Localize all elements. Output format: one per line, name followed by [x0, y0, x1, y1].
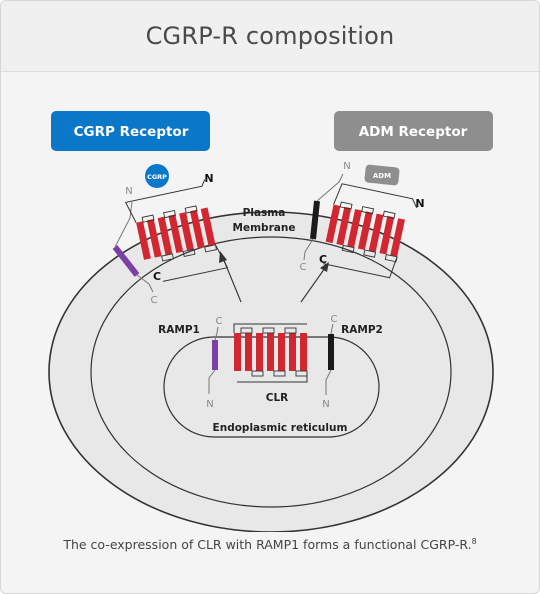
ramp1-n-connector	[114, 201, 133, 248]
clr-helix	[325, 204, 341, 244]
er-ramp2-n-terminal: N	[322, 399, 329, 410]
caption-text: The co-expression of CLR with RAMP1 form…	[63, 537, 472, 553]
clr-helix	[379, 215, 395, 255]
trafficking-arrows	[219, 251, 329, 303]
clr-helix	[234, 333, 241, 371]
er-ramp1: N C	[206, 316, 222, 410]
clr-helix	[289, 333, 296, 371]
membrane-ramp2	[310, 200, 320, 240]
clr-helix	[157, 216, 173, 256]
cytoplasm-ellipse	[90, 236, 452, 508]
clr-helix	[136, 221, 151, 260]
ramp2-n-terminal: N	[343, 161, 350, 172]
ramp2-c-terminal: C	[300, 262, 307, 273]
clr-helix	[256, 333, 263, 371]
clr-helix	[336, 206, 352, 246]
ramp1-c-connector	[136, 274, 154, 293]
ramp2-c-connector	[303, 238, 314, 261]
er-ramp2: N C	[322, 314, 337, 410]
clr-helix	[368, 213, 384, 253]
clr-helix	[357, 211, 373, 250]
clr-helix	[278, 333, 285, 371]
clr-helix	[267, 333, 274, 371]
adm-receptor-button[interactable]: ADM Receptor	[334, 111, 493, 151]
caption-reference: 8	[471, 537, 477, 546]
figure-header: CGRP-R composition	[1, 1, 539, 72]
clr-helix	[347, 209, 362, 248]
clr-helix	[390, 218, 405, 257]
er-ramp1-c-terminal: C	[216, 316, 223, 327]
er-clr	[233, 323, 308, 383]
clr-c-terminal-left: C	[153, 270, 161, 283]
clr-n-terminal-right: N	[415, 197, 424, 210]
ramp1-n-terminal: N	[125, 186, 132, 197]
plasma-membrane-label-line1: Plasma	[243, 207, 286, 219]
ramp2-n-connector	[316, 173, 344, 202]
er-ramp2-c-terminal: C	[331, 314, 338, 325]
arrow-to-cgrp-receptor	[222, 257, 242, 303]
clr-label: CLR	[266, 392, 288, 404]
adm-ligand: ADM	[364, 164, 400, 186]
adm-receptor-label: ADM Receptor	[359, 124, 468, 140]
cgrp-ligand-label: CGRP	[147, 173, 167, 181]
figure-caption: The co-expression of CLR with RAMP1 form…	[1, 537, 539, 552]
ramp1-label: RAMP1	[158, 324, 200, 336]
plasma-membrane-label-line2: Membrane	[233, 222, 296, 234]
arrow-to-adm-receptor	[300, 267, 326, 303]
clr-c-terminal-right: C	[319, 253, 327, 266]
adm-receptor-complex: N C N C	[300, 161, 425, 279]
ramp1-c-terminal: C	[151, 295, 158, 306]
er-ramp1-n-terminal: N	[206, 399, 213, 410]
adm-ligand-label: ADM	[373, 172, 391, 180]
clr-helix	[168, 214, 184, 254]
clr-helix	[245, 333, 252, 371]
er-label: Endoplasmic reticulum	[213, 422, 348, 434]
cgrp-receptor-button[interactable]: CGRP Receptor	[51, 111, 210, 151]
clr-helix	[179, 212, 194, 251]
clr-helix	[300, 333, 307, 371]
cgrp-receptor-label: CGRP Receptor	[74, 124, 189, 140]
clr-helix	[189, 209, 205, 249]
clr-n-terminal-left: N	[204, 172, 213, 185]
clr-helix	[200, 207, 216, 247]
figure-title: CGRP-R composition	[145, 22, 395, 50]
clr-helix	[146, 218, 162, 258]
receptor-diagram: CGRP Receptor ADM Receptor N C	[48, 111, 494, 532]
cgrp-ligand: CGRP	[145, 164, 169, 188]
membrane-ramp1	[112, 245, 140, 277]
ramp2-label: RAMP2	[341, 324, 383, 336]
